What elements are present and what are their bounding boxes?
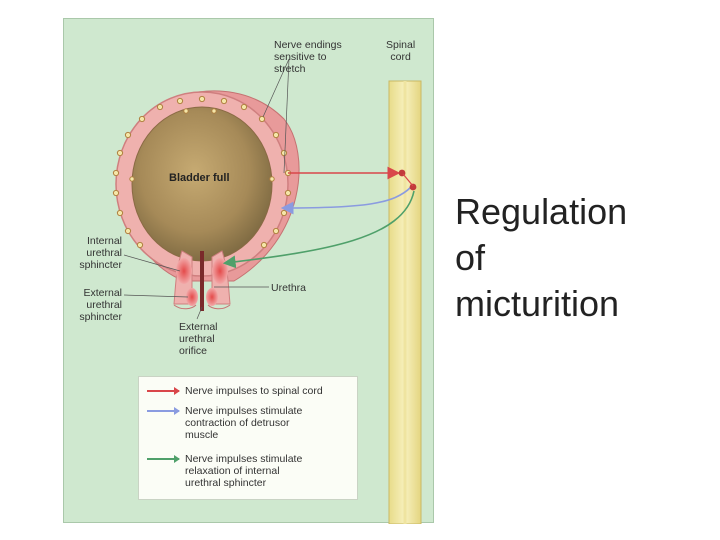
blue-arrow-icon [147, 407, 180, 415]
efferent-sphincter-nerve [222, 190, 415, 269]
bladder-diagram [112, 58, 422, 524]
legend: Nerve impulses to spinal cord Nerve impu… [138, 376, 358, 500]
label-internal-sphincter: Internal urethral sphincter [79, 235, 122, 271]
label-pointers [123, 58, 290, 320]
legend-text-afferent: Nerve impulses to spinal cord [185, 385, 323, 397]
label-external-orifice: External urethral orifice [179, 321, 218, 357]
diagram-panel: Nerve endings sensitive to stretch Spina… [63, 18, 434, 524]
afferent-nerve [288, 166, 406, 180]
efferent-detrusor-nerve [280, 173, 417, 215]
red-arrow-icon [147, 387, 180, 395]
bladder [115, 90, 300, 311]
label-spinal-cord: Spinal cord [386, 39, 416, 63]
label-nerve-endings: Nerve endings sensitive to stretch [274, 39, 342, 75]
spinal-cord [388, 80, 422, 524]
slide-title: Regulation of micturition [455, 191, 628, 324]
label-bladder-full: Bladder full [169, 172, 230, 184]
stretch-receptors [112, 95, 292, 249]
legend-text-detrusor: Nerve impulses stimulate contraction of … [185, 405, 303, 441]
label-external-sphincter: External urethral sphincter [79, 287, 122, 323]
legend-text-sphincter: Nerve impulses stimulate relaxation of i… [185, 453, 303, 489]
green-arrow-icon [147, 455, 180, 463]
label-urethra: Urethra [271, 282, 307, 294]
